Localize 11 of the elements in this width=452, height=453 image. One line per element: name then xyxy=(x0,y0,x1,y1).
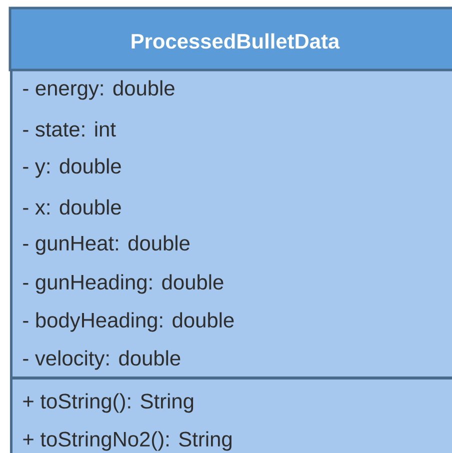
attribute-text: - y: double xyxy=(23,158,121,178)
method-text: + toString(): String xyxy=(23,393,194,413)
attribute-text: - gunHeat: double xyxy=(23,235,190,255)
attribute-text: - energy: double xyxy=(23,80,174,100)
attribute-text: - gunHeading: double xyxy=(23,274,224,294)
attribute-text: - velocity: double xyxy=(23,350,180,370)
attribute-text: - bodyHeading: double xyxy=(23,312,234,332)
attribute-text: - state: int xyxy=(23,121,116,137)
attribute-text: - x: double xyxy=(23,199,121,215)
class-name: ProcessedBulletData xyxy=(132,33,340,49)
method-text: + toStringNo2(): String xyxy=(23,431,232,451)
